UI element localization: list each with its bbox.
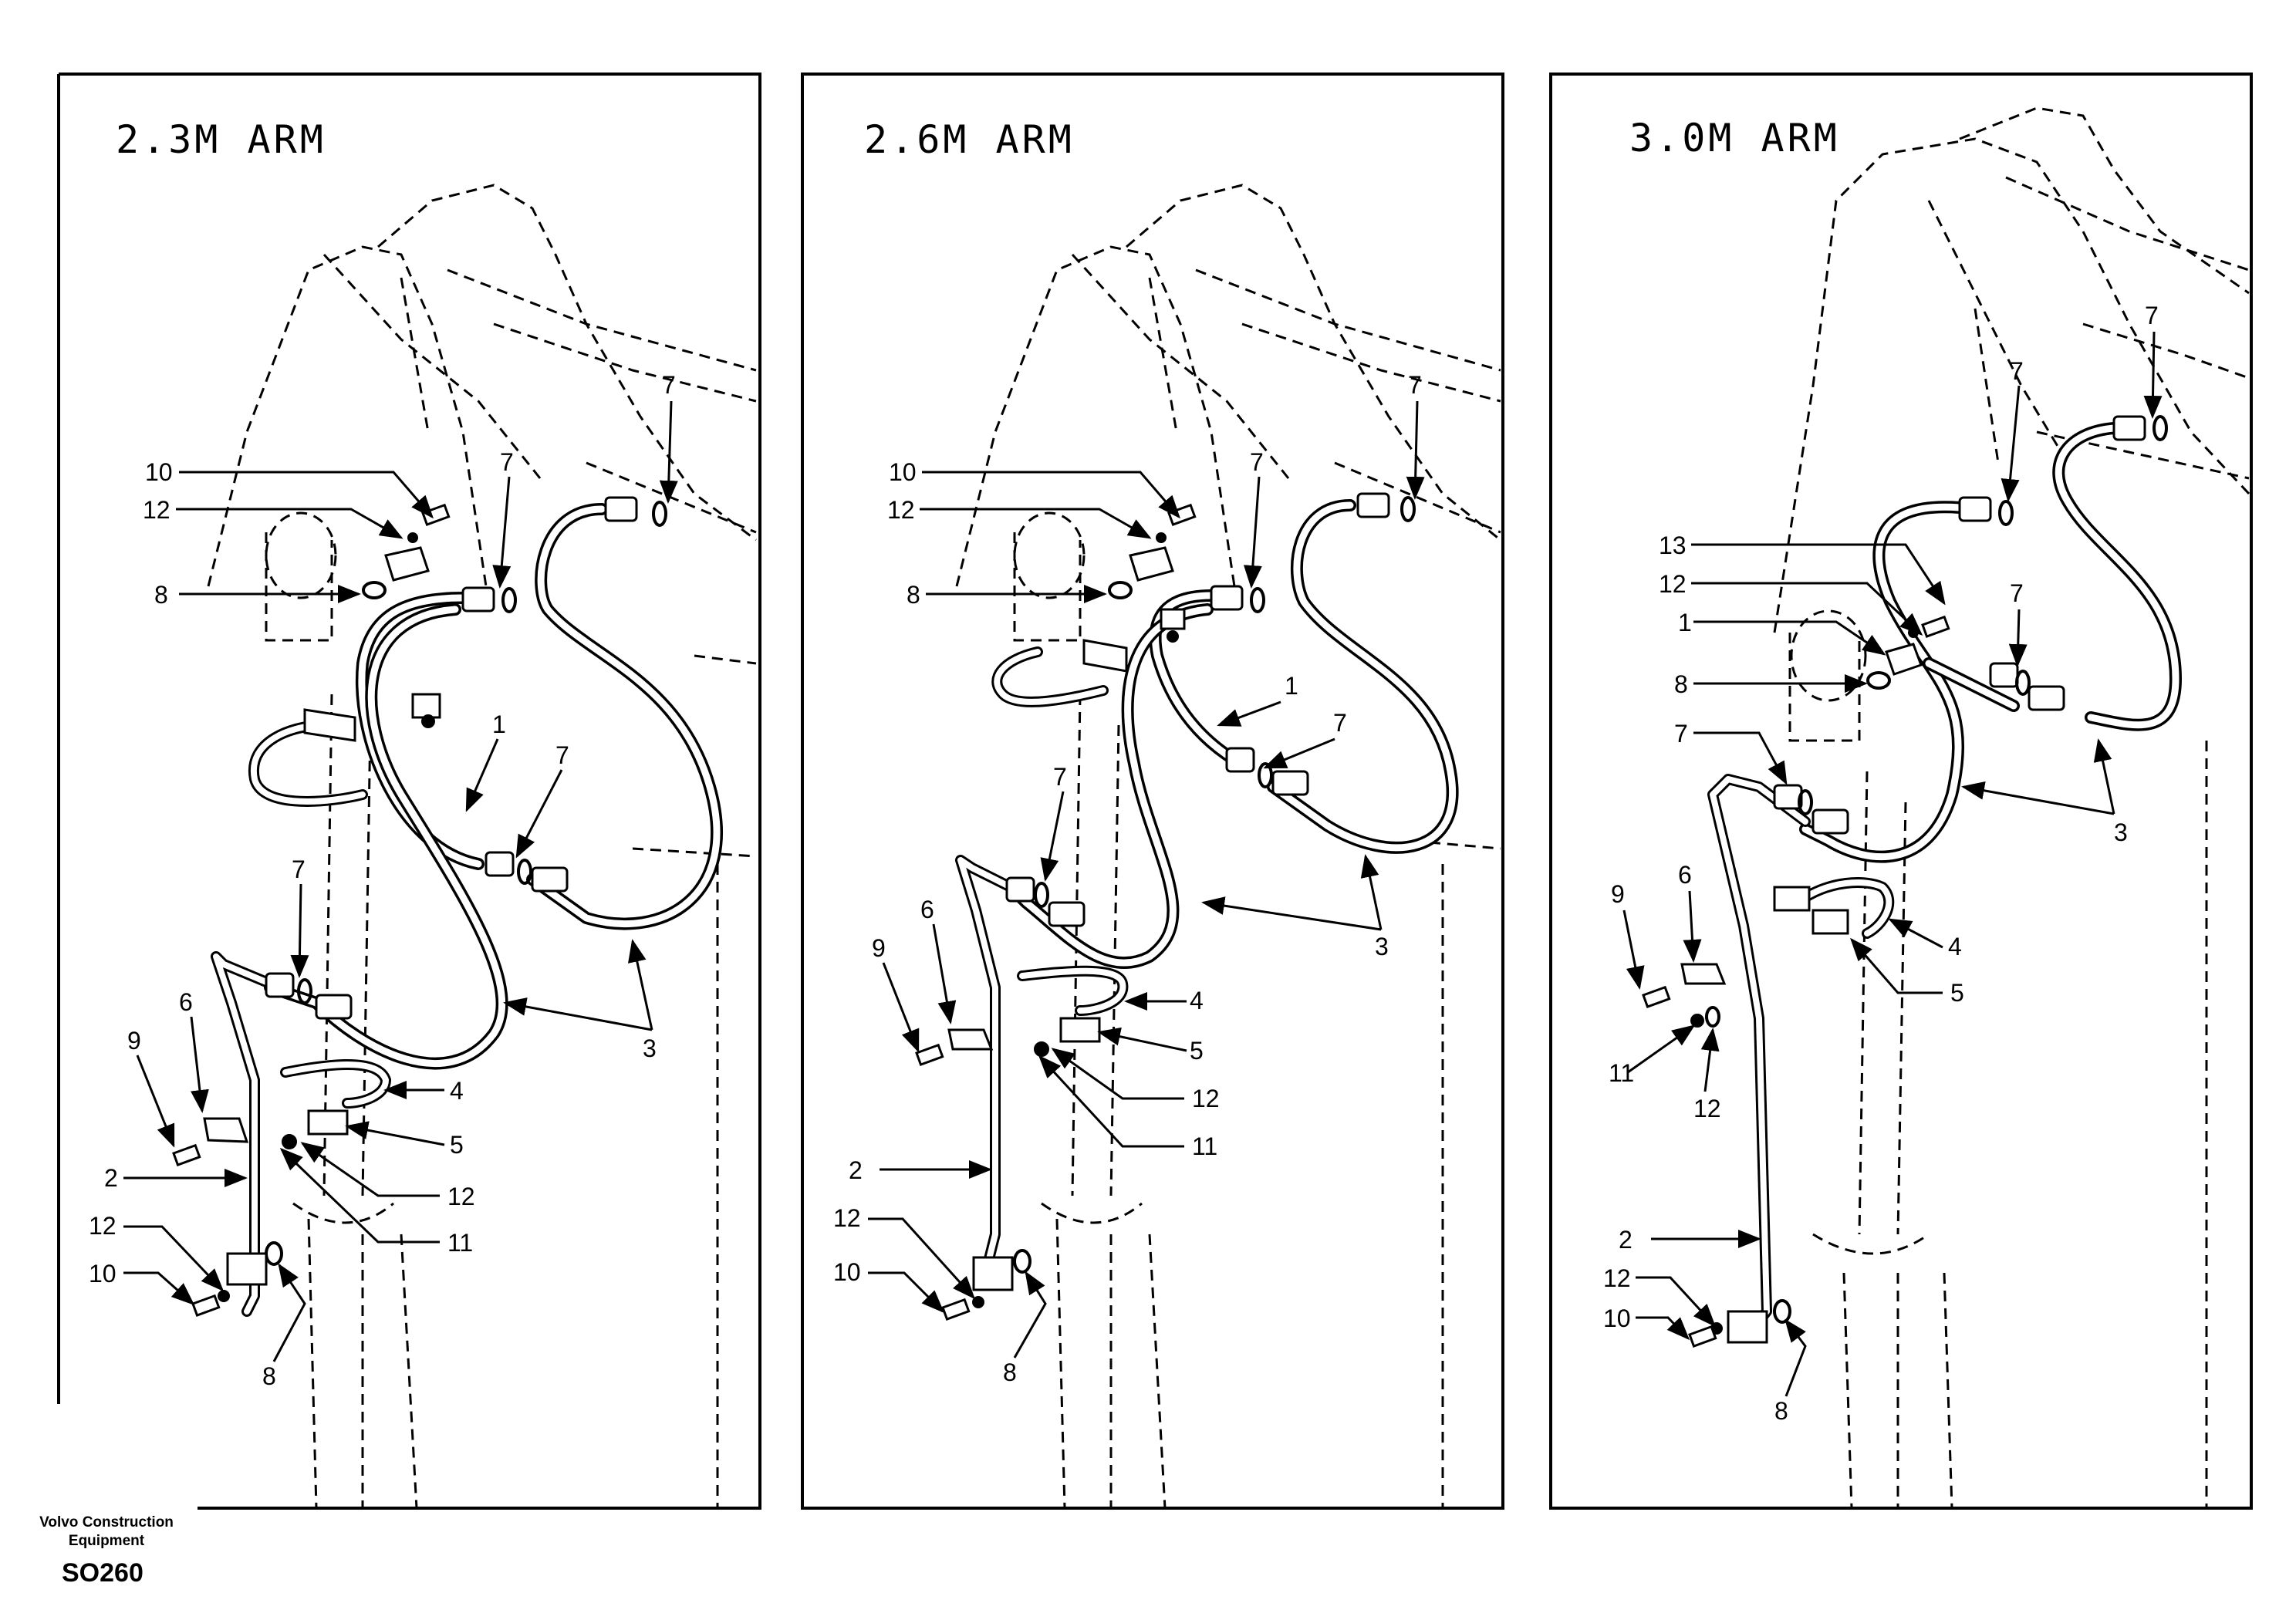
callout-number: 12 [1192,1085,1220,1112]
callout-number: 10 [89,1260,116,1288]
callout-number: 7 [1333,709,1347,737]
callout-number: 4 [450,1077,464,1105]
callout-number: 7 [555,741,569,769]
callout-number: 1 [1285,672,1298,700]
callout-number: 8 [262,1362,276,1390]
callout-number: 11 [447,1229,473,1257]
callout-number: 11 [1192,1132,1217,1160]
panel-2-3m-arm: 2.3M ARM [57,73,761,1510]
callout-number: 3 [643,1034,657,1062]
callout-number: 7 [500,448,514,476]
callout-number: 13 [1659,532,1687,559]
callout-number: 10 [889,458,917,486]
callout-number: 1 [1678,609,1692,636]
callout-number: 12 [1659,570,1687,598]
callout-number: 6 [1678,861,1692,889]
fittings [1773,415,2168,1324]
panel-title: 2.6M ARM [864,117,1075,162]
pipe-2 [955,855,1016,1271]
callout-number: 9 [1611,880,1625,908]
clamps [915,503,1197,1321]
clamps [172,503,451,1317]
panel-3-0m-arm: 3.0M ARM [1549,73,2253,1510]
callout-number: 8 [154,581,168,609]
callout-number: 3 [1375,933,1389,960]
callout-number: 7 [1053,763,1067,791]
callouts: 10 12 8 7 7 1 7 7 3 6 9 4 5 [833,371,1425,1386]
fittings [1005,492,1416,1274]
hose-3-upper [2052,422,2182,731]
callout-number: 8 [1674,670,1688,698]
hose-lower [264,603,508,1070]
panel-title: 3.0M ARM [1629,116,1840,160]
callout-number: 7 [2145,302,2159,329]
callout-number: 9 [872,934,886,962]
callouts: 10 12 8 7 7 1 7 7 3 6 9 4 5 [89,371,678,1390]
callout-number: 10 [833,1258,861,1286]
callout-number: 12 [89,1212,116,1240]
callout-number: 3 [2114,818,2128,846]
fittings [265,496,667,1266]
callouts: 7 7 13 12 1 8 7 7 3 9 6 4 5 [1603,302,2163,1425]
panel-frame [801,73,1504,1510]
callout-number: 1 [492,710,506,738]
callout-number: 5 [1190,1037,1204,1065]
callout-number: 6 [920,896,934,923]
callout-number: 4 [1190,987,1204,1014]
callout-number: 10 [145,458,173,486]
callout-number: 8 [1774,1397,1788,1425]
hose-3 [526,503,724,930]
callout-number: 7 [2010,357,2024,385]
arm-outline [207,184,757,1509]
callout-number: 2 [104,1164,118,1192]
callout-number: 11 [1609,1059,1634,1087]
callout-number: 7 [2010,579,2024,607]
panel-2-6m-arm: 2.6M ARM [801,73,1504,1510]
callout-number: 8 [907,581,920,609]
callout-number: 4 [1948,933,1962,960]
panel-title: 2.3M ARM [116,117,326,162]
company-name: Volvo Construction Equipment [39,1514,174,1549]
callout-number: 12 [833,1204,861,1232]
callout-number: 10 [1603,1304,1631,1332]
callout-number: 7 [662,371,676,399]
callout-number: 12 [447,1183,475,1210]
callout-number: 7 [1250,448,1264,476]
callout-number: 12 [1603,1264,1631,1292]
callout-number: 7 [292,856,306,883]
callout-number: 12 [887,496,915,524]
callout-number: 7 [1408,371,1422,399]
drawing-code: SO260 [62,1558,144,1588]
callout-number: 5 [1950,979,1964,1007]
panel-frame [1549,73,2253,1510]
panel-frame [57,73,761,1510]
callout-number: 2 [1619,1226,1633,1254]
callout-number: 5 [450,1131,464,1159]
callout-number: 2 [849,1156,863,1184]
callout-number: 8 [1003,1358,1017,1386]
callout-number: 7 [1674,720,1688,748]
callout-number: 12 [143,496,171,524]
callout-number: 9 [127,1027,141,1055]
callout-number: 12 [1693,1095,1721,1122]
arm-outline [1773,106,2250,1509]
callout-number: 6 [179,988,193,1016]
